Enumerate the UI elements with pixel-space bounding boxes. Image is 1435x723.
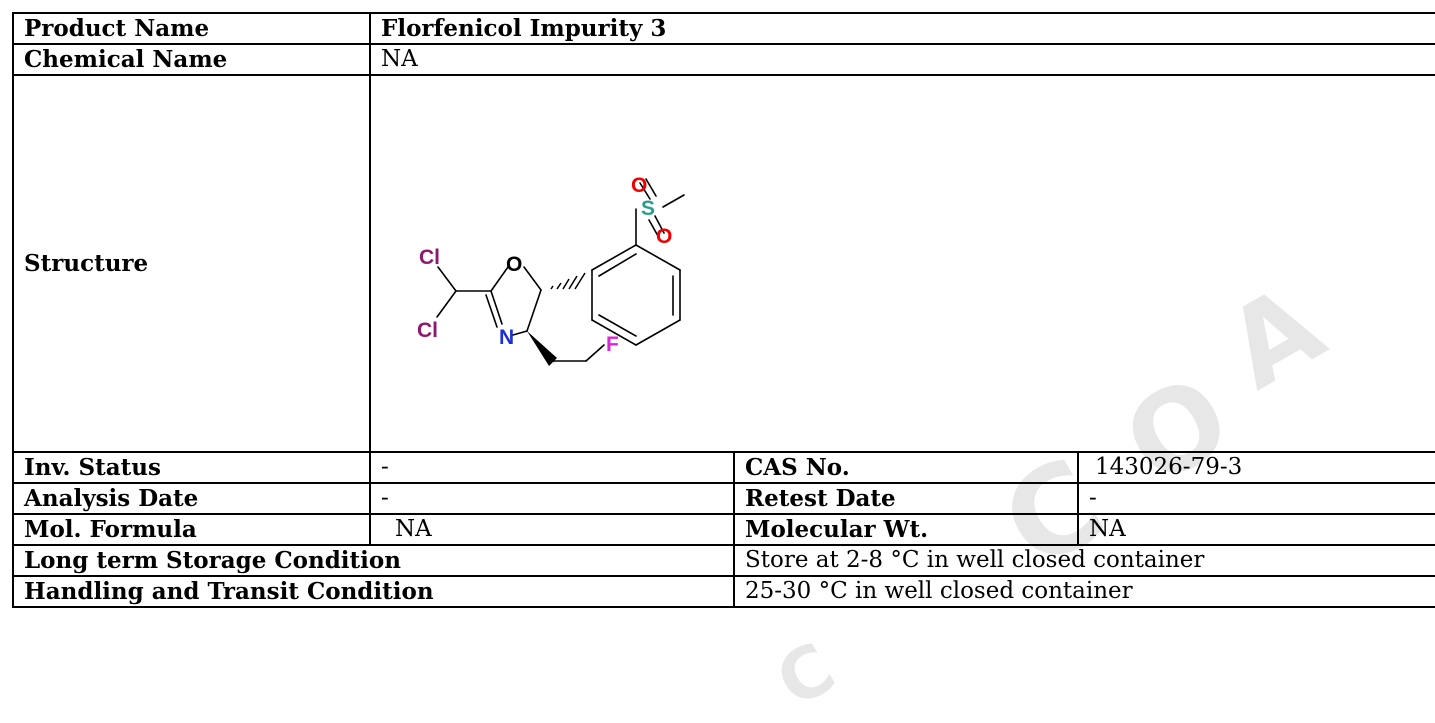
product-name-row: Product Name Florfenicol Impurity 3 (12, 12, 1435, 45)
atom-oxygen-top: O (631, 174, 647, 197)
cas-value: 143026-79-3 (1076, 451, 1435, 484)
inv-status-label: Inv. Status (12, 451, 371, 484)
atom-chlorine-bottom: Cl (417, 319, 438, 342)
mol-formula-value: NA (369, 513, 735, 546)
handling-transit-value: 25-30 °C in well closed container (732, 575, 1435, 608)
coa-table: Product Name Florfenicol Impurity 3 Chem… (12, 12, 1435, 608)
structure-label: Structure (12, 74, 371, 453)
analysis-date-row: Analysis Date - Retest Date - (12, 482, 1435, 515)
inv-status-value: - (369, 451, 735, 484)
atom-nitrogen: N (499, 326, 514, 349)
retest-date-label: Retest Date (733, 482, 1079, 515)
watermark-letter-c-lower: C (762, 626, 849, 723)
mol-formula-row: Mol. Formula NA Molecular Wt. NA (12, 513, 1435, 546)
long-term-storage-row: Long term Storage Condition Store at 2-8… (12, 544, 1435, 577)
mol-formula-label: Mol. Formula (12, 513, 371, 546)
structure-row: Structure (12, 74, 1435, 453)
inv-status-row: Inv. Status - CAS No. 143026-79-3 (12, 451, 1435, 484)
chemical-name-label: Chemical Name (12, 43, 371, 76)
atom-chlorine-top: Cl (419, 246, 440, 269)
long-term-storage-value: Store at 2-8 °C in well closed container (732, 544, 1435, 577)
chemical-name-row: Chemical Name NA (12, 43, 1435, 76)
analysis-date-label: Analysis Date (12, 482, 371, 515)
mol-wt-value: NA (1076, 513, 1435, 546)
chemical-structure-diagram: O S O O Cl Cl N F (417, 174, 685, 366)
product-name-label: Product Name (12, 12, 371, 45)
atom-sulfur: S (641, 197, 655, 220)
analysis-date-value: - (369, 482, 735, 515)
structure-cell: O S O O Cl Cl N F (368, 74, 1435, 453)
long-term-storage-label: Long term Storage Condition (12, 544, 735, 577)
cas-label: CAS No. (733, 451, 1079, 484)
atom-fluorine: F (606, 333, 619, 356)
mol-wt-label: Molecular Wt. (733, 513, 1079, 546)
product-name-value: Florfenicol Impurity 3 (368, 12, 1435, 45)
handling-transit-row: Handling and Transit Condition 25-30 °C … (12, 575, 1435, 608)
handling-transit-label: Handling and Transit Condition (12, 575, 735, 608)
chemical-name-value: NA (368, 43, 1435, 76)
atom-oxygen-bottom: O (656, 225, 672, 248)
atom-oxygen-ring: O (506, 253, 522, 276)
retest-date-value: - (1076, 482, 1435, 515)
